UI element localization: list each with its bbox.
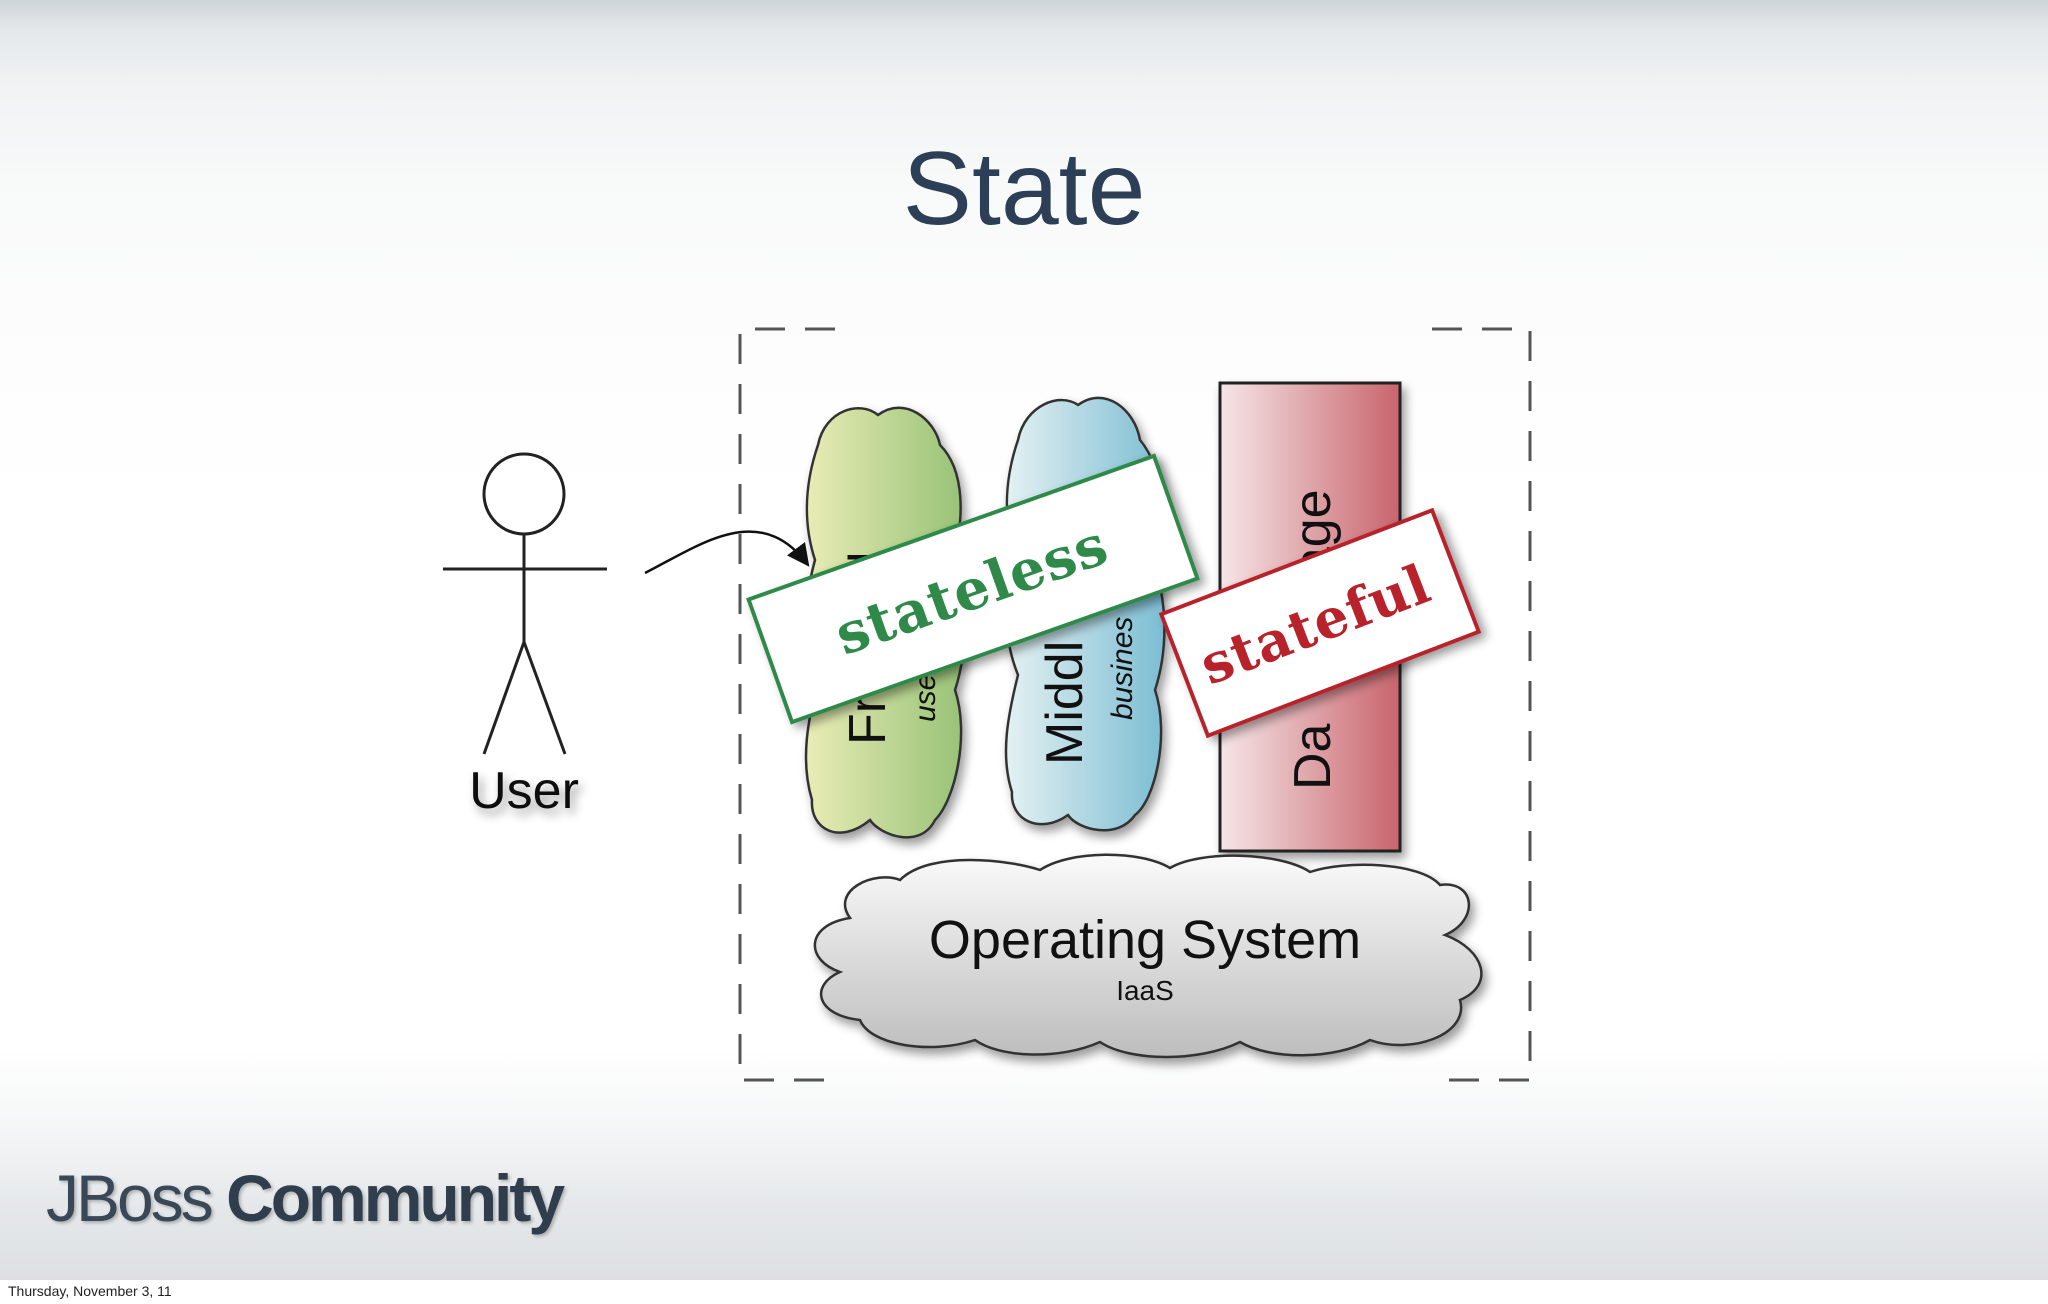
slide-title: State bbox=[902, 131, 1146, 247]
user-arrow bbox=[644, 530, 810, 575]
brand-prefix: JBoss bbox=[46, 1161, 214, 1235]
actor-head bbox=[482, 452, 566, 536]
actor-left-leg bbox=[482, 641, 526, 755]
user-label: User bbox=[469, 762, 579, 820]
operating-system-cloud bbox=[813, 853, 1483, 1059]
stateful-stamp bbox=[1158, 507, 1482, 739]
brand-suffix: Community bbox=[210, 1161, 565, 1235]
user-actor bbox=[443, 452, 607, 755]
stateless-stamp bbox=[746, 453, 1200, 725]
footer-date: Thursday, November 3, 11 bbox=[8, 1283, 172, 1299]
operating-system-subtitle: IaaS bbox=[1116, 975, 1174, 1006]
jboss-community-logo: JBoss Community bbox=[46, 1160, 565, 1236]
operating-system-title: Operating System bbox=[929, 910, 1361, 970]
actor-right-leg bbox=[522, 641, 567, 755]
system-boundary bbox=[738, 327, 1532, 1082]
middleware-subtitle: busines bbox=[1106, 617, 1139, 720]
